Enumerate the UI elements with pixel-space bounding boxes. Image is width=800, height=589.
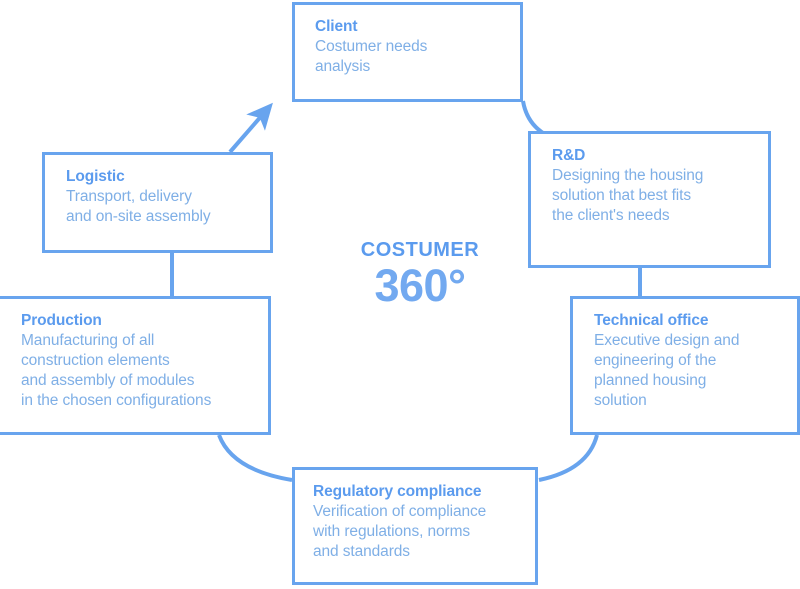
node-logistic-description: Transport, delivery and on-site assembly — [66, 188, 211, 225]
node-production-title: Production — [21, 312, 102, 329]
node-client[interactable]: Client Costumer needs analysis — [292, 2, 523, 102]
node-rnd-description: Designing the housing solution that best… — [552, 167, 704, 224]
node-technical-office-title: Technical office — [594, 312, 709, 329]
node-production[interactable]: Production Manufacturing of all construc… — [0, 296, 271, 435]
node-regulatory-compliance-title: Regulatory compliance — [313, 483, 482, 500]
node-production-description: Manufacturing of all construction elemen… — [21, 332, 212, 409]
node-logistic[interactable]: Logistic Transport, delivery and on-site… — [42, 152, 273, 253]
connector-regulatory-to-production — [217, 434, 293, 482]
node-rnd-title: R&D — [552, 147, 586, 164]
node-logistic-title: Logistic — [66, 168, 125, 185]
center-label-top: COSTUMER — [360, 239, 480, 261]
connector-technical-to-regulatory — [538, 434, 599, 482]
node-regulatory-compliance[interactable]: Regulatory compliance Verification of co… — [292, 467, 538, 585]
node-client-description: Costumer needs analysis — [315, 38, 428, 75]
node-technical-office[interactable]: Technical office Executive design and en… — [570, 296, 800, 435]
node-client-title: Client — [315, 18, 358, 35]
center-label: COSTUMER 360° — [320, 238, 520, 310]
center-label-value: 360° — [374, 260, 466, 311]
connector-logistic-to-client — [228, 102, 273, 154]
node-regulatory-compliance-description: Verification of compliance with regulati… — [313, 503, 487, 560]
node-technical-office-description: Executive design and engineering of the … — [594, 332, 740, 409]
node-rnd[interactable]: R&D Designing the housing solution that … — [528, 131, 771, 268]
